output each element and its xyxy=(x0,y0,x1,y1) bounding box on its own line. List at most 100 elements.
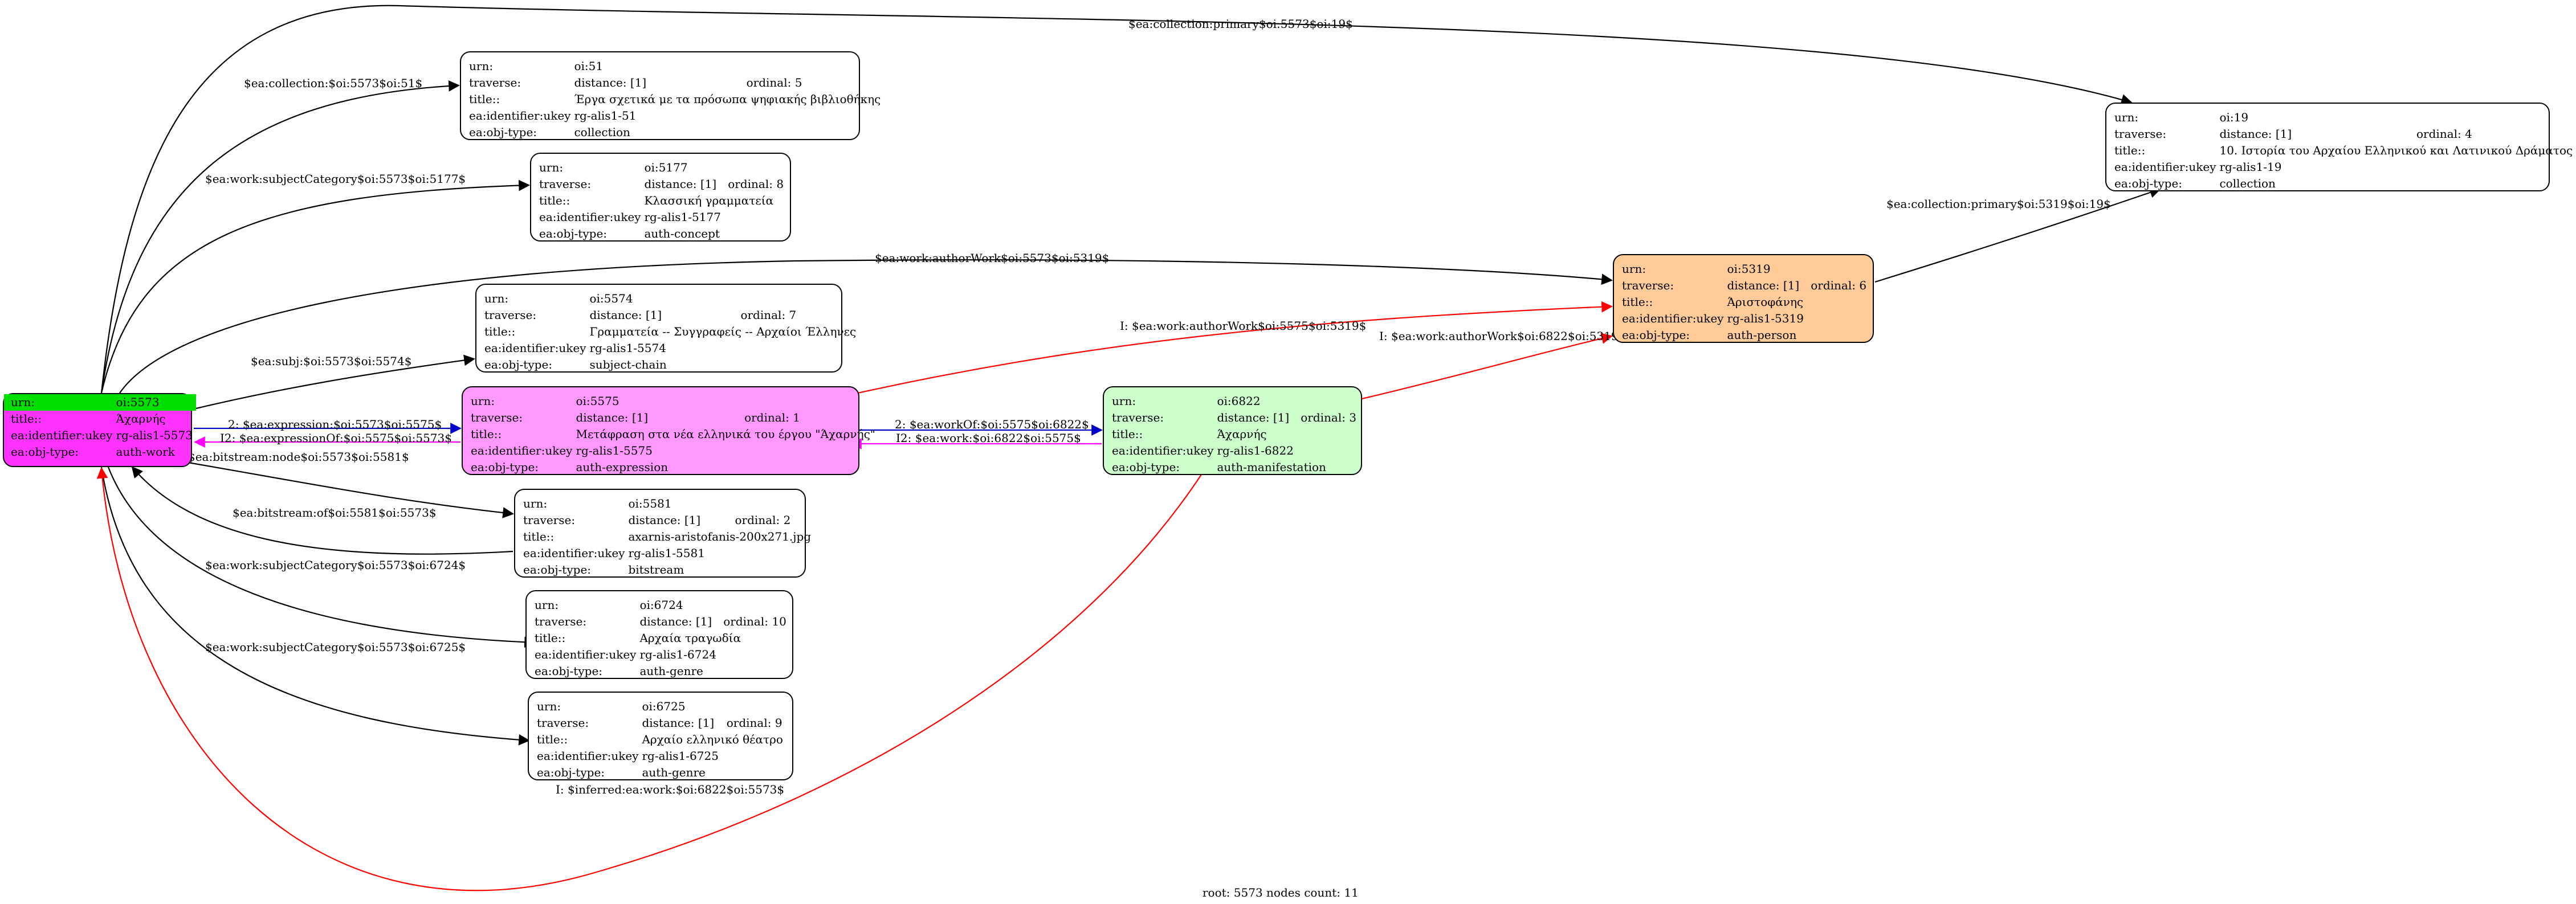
node-5581[interactable]: urn:oi:5581 traverse:distance: [1]ordina… xyxy=(514,489,811,578)
node-objtype: auth-work xyxy=(116,445,175,459)
node-objtype: auth-expression xyxy=(576,460,669,474)
field-label: ea:obj-type: xyxy=(523,563,592,576)
edge-label: $ea:bitstream:node$oi:5573$oi:5581$ xyxy=(188,450,409,464)
node-title: Άχαρνής xyxy=(116,412,166,426)
node-urn: oi:19 xyxy=(2219,111,2249,124)
field-label: ea:obj-type: xyxy=(1622,328,1690,342)
field-label: ea:identifier:ukey xyxy=(471,444,573,457)
field-label: ea:identifier:ukey xyxy=(539,210,641,224)
node-ordinal: ordinal: 2 xyxy=(735,513,791,527)
edge-bitstream-of xyxy=(131,466,513,555)
field-label: ea:obj-type: xyxy=(535,664,603,678)
node-ordinal: ordinal: 5 xyxy=(746,76,802,89)
node-ukey: rg-alis1-5177 xyxy=(644,210,721,224)
field-label: ea:obj-type: xyxy=(539,227,608,240)
edge-subjectcategory-5177 xyxy=(100,179,530,394)
field-label: ea:identifier:ukey xyxy=(1622,312,1724,325)
node-distance: distance: [1] xyxy=(642,716,715,730)
node-urn: oi:5575 xyxy=(576,394,619,408)
node-distance: distance: [1] xyxy=(574,76,647,89)
node-distance: distance: [1] xyxy=(628,513,701,527)
node-ukey: rg-alis1-5319 xyxy=(1727,312,1804,325)
edge-collection-51 xyxy=(100,80,460,394)
field-label: title:: xyxy=(484,325,516,338)
field-label: urn: xyxy=(1112,394,1136,408)
edge-label: 2: $ea:expression:$oi:5573$oi:5575$ xyxy=(228,418,442,431)
field-label: ea:identifier:ukey xyxy=(537,749,639,763)
field-label: ea:identifier:ukey xyxy=(1112,444,1214,457)
node-objtype: auth-genre xyxy=(639,664,703,678)
edge-subjectcategory-6725 xyxy=(100,467,530,746)
edge-bitstream-node xyxy=(188,461,514,518)
node-urn: oi:6822 xyxy=(1217,394,1261,408)
edge-label: $ea:collection:primary$oi:5573$oi:19$ xyxy=(1128,17,1353,31)
field-label: traverse: xyxy=(484,308,537,322)
node-title: Κλασσική γραμματεία xyxy=(644,194,774,207)
field-label: traverse: xyxy=(2114,127,2167,141)
field-label: title:: xyxy=(2114,144,2146,157)
node-root-5573[interactable]: urn:oi:5573 title::Άχαρνής ea:identifier… xyxy=(3,393,196,467)
node-title: Μετάφραση στα νέα ελληνικά του έργου "Άχ… xyxy=(576,427,875,441)
edge-label: $ea:work:subjectCategory$oi:5573$oi:6724… xyxy=(205,558,466,572)
node-ordinal: ordinal: 3 xyxy=(1301,411,1357,424)
node-title: Άχαρνής xyxy=(1217,427,1267,441)
node-urn: oi:5573 xyxy=(116,394,196,411)
node-19[interactable]: urn:oi:19 traverse:distance: [1]ordinal:… xyxy=(2105,103,2573,191)
node-title: Έργα σχετικά με τα πρόσωπα ψηφιακής βιβλ… xyxy=(574,92,881,106)
node-distance: distance: [1] xyxy=(589,308,662,322)
node-5575[interactable]: urn:oi:5575 traverse:distance: [1]ordina… xyxy=(462,386,875,475)
field-label: urn: xyxy=(484,292,509,305)
node-objtype: collection xyxy=(574,125,630,139)
edge-label: $ea:bitstream:of$oi:5581$oi:5573$ xyxy=(233,506,437,520)
node-5574[interactable]: urn:oi:5574 traverse:distance: [1]ordina… xyxy=(475,284,856,373)
node-distance: distance: [1] xyxy=(2219,127,2292,141)
field-label: urn: xyxy=(523,497,548,510)
field-label: traverse: xyxy=(535,615,587,628)
node-ordinal: ordinal: 1 xyxy=(744,411,800,424)
field-label: ea:identifier:ukey xyxy=(469,109,571,122)
node-title: Αρχαίο ελληνικό θέατρο xyxy=(642,733,783,746)
edge-inferred-authorwork-6822 xyxy=(1362,333,1613,400)
node-51[interactable]: urn:oi:51 traverse:distance: [1]ordinal:… xyxy=(460,51,881,140)
edge-label: $ea:work:authorWork$oi:5573$oi:5319$ xyxy=(875,251,1110,265)
node-objtype: auth-genre xyxy=(642,766,706,779)
node-ukey: rg-alis1-51 xyxy=(574,109,637,122)
field-label: ea:identifier:ukey xyxy=(535,648,637,661)
edge-label: $ea:collection:primary$oi:5319$oi:19$ xyxy=(1886,197,2111,211)
edge-label: I: $inferred:ea:work:$oi:6822$oi:5573$ xyxy=(556,783,785,796)
field-label: ea:obj-type: xyxy=(471,460,539,474)
node-6725[interactable]: urn:oi:6725 traverse:distance: [1]ordina… xyxy=(528,692,793,780)
node-6724[interactable]: urn:oi:6724 traverse:distance: [1]ordina… xyxy=(525,590,793,679)
node-ukey: rg-alis1-5581 xyxy=(628,546,705,560)
field-label: urn: xyxy=(1622,262,1646,276)
field-label: title:: xyxy=(535,631,566,645)
node-ordinal: ordinal: 6 xyxy=(1811,279,1867,292)
edge-subj-5574 xyxy=(193,354,475,410)
node-ukey: rg-alis1-5575 xyxy=(576,444,653,457)
field-label: traverse: xyxy=(537,716,589,730)
field-label: traverse: xyxy=(1112,411,1164,424)
node-objtype: auth-manifestation xyxy=(1217,460,1326,474)
field-label: ea:obj-type: xyxy=(11,445,79,459)
edge-inferred-authorwork-5575 xyxy=(832,301,1613,400)
node-urn: oi:6724 xyxy=(639,598,683,612)
node-5319[interactable]: urn:oi:5319 traverse:distance: [1]ordina… xyxy=(1613,254,1874,343)
edge-collection-primary-person xyxy=(1874,187,2161,283)
field-label: traverse: xyxy=(1622,279,1674,292)
node-ukey: rg-alis1-5573 xyxy=(116,428,193,442)
edge-subjectcategory-6724 xyxy=(107,467,536,648)
edge-label: $ea:work:subjectCategory$oi:5573$oi:6725… xyxy=(205,640,466,654)
field-label: urn: xyxy=(539,161,564,174)
node-ordinal: ordinal: 9 xyxy=(726,716,782,730)
node-5177[interactable]: urn:oi:5177 traverse:distance: [1]ordina… xyxy=(530,153,791,242)
node-6822[interactable]: urn:oi:6822 traverse:distance: [1]ordina… xyxy=(1103,386,1362,475)
field-label: urn: xyxy=(4,394,116,411)
edge-label: $ea:collection:$oi:5573$oi:51$ xyxy=(244,76,423,90)
node-ordinal: ordinal: 4 xyxy=(2416,127,2472,141)
node-ordinal: ordinal: 10 xyxy=(723,615,786,628)
node-urn: oi:6725 xyxy=(642,700,686,713)
field-label: title:: xyxy=(1622,295,1653,309)
edge-label: $ea:subj:$oi:5573$oi:5574$ xyxy=(251,354,412,368)
node-ukey: rg-alis1-19 xyxy=(2219,160,2282,174)
